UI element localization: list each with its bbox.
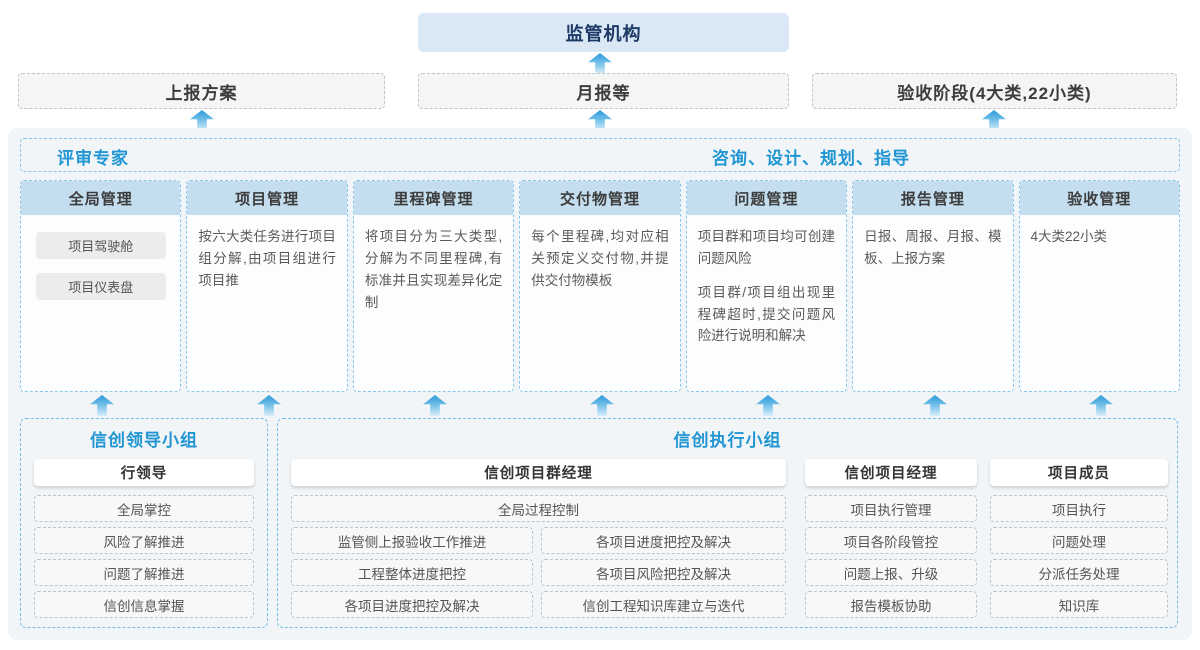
- column-description: 日报、周报、月报、模板、上报方案: [864, 229, 1002, 266]
- column-description: 将项目分为三大类型,分解为不同里程碑,有标准并且实现差异化定制: [364, 229, 503, 310]
- column-title: 报告管理: [853, 181, 1013, 215]
- execution-group: 信创执行小组 信创项目群经理 全局过程控制 监管侧上报验收工作推进 工程整体进度…: [277, 418, 1178, 628]
- column-global-mgmt: 全局管理 项目驾驶舱 项目仪表盘: [20, 180, 182, 392]
- review-experts-label: 评审专家: [57, 148, 129, 168]
- leader-group: 信创领导小组 行领导 全局掌控 风险了解推进 问题了解推进 信创信息掌握: [20, 418, 268, 628]
- column-project-mgmt: 项目管理 按六大类任务进行项目组分解,由项目组进行项目推: [186, 180, 348, 392]
- column-title: 问题管理: [686, 181, 847, 215]
- column-description: 每个里程碑,均对应相关预定义交付物,并提供交付物模板: [531, 229, 669, 288]
- column-milestone-mgmt: 里程碑管理 将项目分为三大类型,分解为不同里程碑,有标准并且实现差异化定制: [352, 180, 515, 392]
- column-acceptance-mgmt: 验收管理 4大类22小类: [1018, 180, 1180, 392]
- role-box-program-manager: 信创项目群经理: [291, 459, 786, 486]
- column-deliverable-mgmt: 交付物管理 每个里程碑,均对应相关预定义交付物,并提供交付物模板: [519, 180, 681, 392]
- execution-group-title: 信创执行小组: [673, 431, 782, 450]
- column-description: 项目群/项目组出现里程碑超时,提交问题风险进行说明和解决: [697, 284, 836, 344]
- platform-container: 评审专家 咨询、设计、规划、指导 全局管理 项目驾驶舱 项目仪表盘 项目管理 按…: [8, 128, 1192, 640]
- leader-item: 问题了解推进: [34, 559, 254, 586]
- pm-group-item: 各项目风险把控及解决: [541, 559, 786, 586]
- role-box-member: 项目成员: [990, 459, 1168, 486]
- member-item: 问题处理: [990, 527, 1168, 554]
- arrow-up-icon: [756, 395, 780, 416]
- column-issue-mgmt: 问题管理 项目群和项目均可创建问题风险 项目群/项目组出现里程碑超时,提交问题风…: [685, 180, 848, 392]
- arrow-up-icon: [590, 395, 614, 416]
- pill-project-cockpit: 项目驾驶舱: [35, 232, 166, 259]
- capability-columns: 全局管理 项目驾驶舱 项目仪表盘 项目管理 按六大类任务进行项目组分解,由项目组…: [20, 180, 1180, 392]
- pm-item: 项目各阶段管控: [805, 527, 977, 554]
- report-box-plan: 上报方案: [18, 73, 385, 109]
- arrow-up-icon: [423, 395, 447, 416]
- role-box-bank-leader: 行领导: [34, 459, 254, 486]
- member-item: 项目执行: [990, 495, 1168, 522]
- pm-group-item: 各项目进度把控及解决: [291, 591, 533, 618]
- arrow-up-icon: [923, 395, 947, 416]
- report-box-monthly: 月报等: [418, 73, 789, 109]
- column-report-mgmt: 报告管理 日报、周报、月报、模板、上报方案: [852, 180, 1014, 392]
- leader-group-title: 信创领导小组: [90, 431, 198, 450]
- arrow-up-icon: [1089, 395, 1113, 416]
- pm-group-item: 全局过程控制: [291, 495, 786, 522]
- pm-group-item: 信创工程知识库建立与迭代: [541, 591, 786, 618]
- pill-project-dashboard: 项目仪表盘: [35, 273, 166, 300]
- column-title: 验收管理: [1019, 181, 1179, 215]
- column-description: 按六大类任务进行项目组分解,由项目组进行项目推: [198, 229, 336, 288]
- leader-item: 风险了解推进: [34, 527, 254, 554]
- consulting-label: 咨询、设计、规划、指导: [712, 148, 910, 168]
- leader-item: 全局掌控: [34, 495, 254, 522]
- role-box-project-manager: 信创项目经理: [805, 459, 977, 486]
- column-description: 项目群和项目均可创建问题风险: [697, 229, 836, 266]
- column-description: 4大类22小类: [1030, 229, 1108, 244]
- member-item: 知识库: [990, 591, 1168, 618]
- member-item: 分派任务处理: [990, 559, 1168, 586]
- arrow-up-icon: [90, 395, 114, 416]
- pm-item: 报告模板协助: [805, 591, 977, 618]
- column-title: 里程碑管理: [353, 181, 514, 215]
- leader-item: 信创信息掌握: [34, 591, 254, 618]
- report-box-acceptance: 验收阶段(4大类,22小类): [812, 73, 1177, 109]
- arrow-up-icon: [588, 53, 612, 74]
- pm-item: 问题上报、升级: [805, 559, 977, 586]
- pm-group-item: 各项目进度把控及解决: [541, 527, 786, 554]
- pm-item: 项目执行管理: [805, 495, 977, 522]
- regulator-box: 监管机构: [418, 13, 789, 52]
- expert-header-bar: 评审专家 咨询、设计、规划、指导: [20, 138, 1180, 172]
- column-title: 项目管理: [187, 181, 347, 215]
- column-title: 全局管理: [21, 181, 181, 215]
- pm-group-item: 监管侧上报验收工作推进: [291, 527, 533, 554]
- pm-group-item: 工程整体进度把控: [291, 559, 533, 586]
- arrow-up-icon: [257, 395, 281, 416]
- column-title: 交付物管理: [520, 181, 680, 215]
